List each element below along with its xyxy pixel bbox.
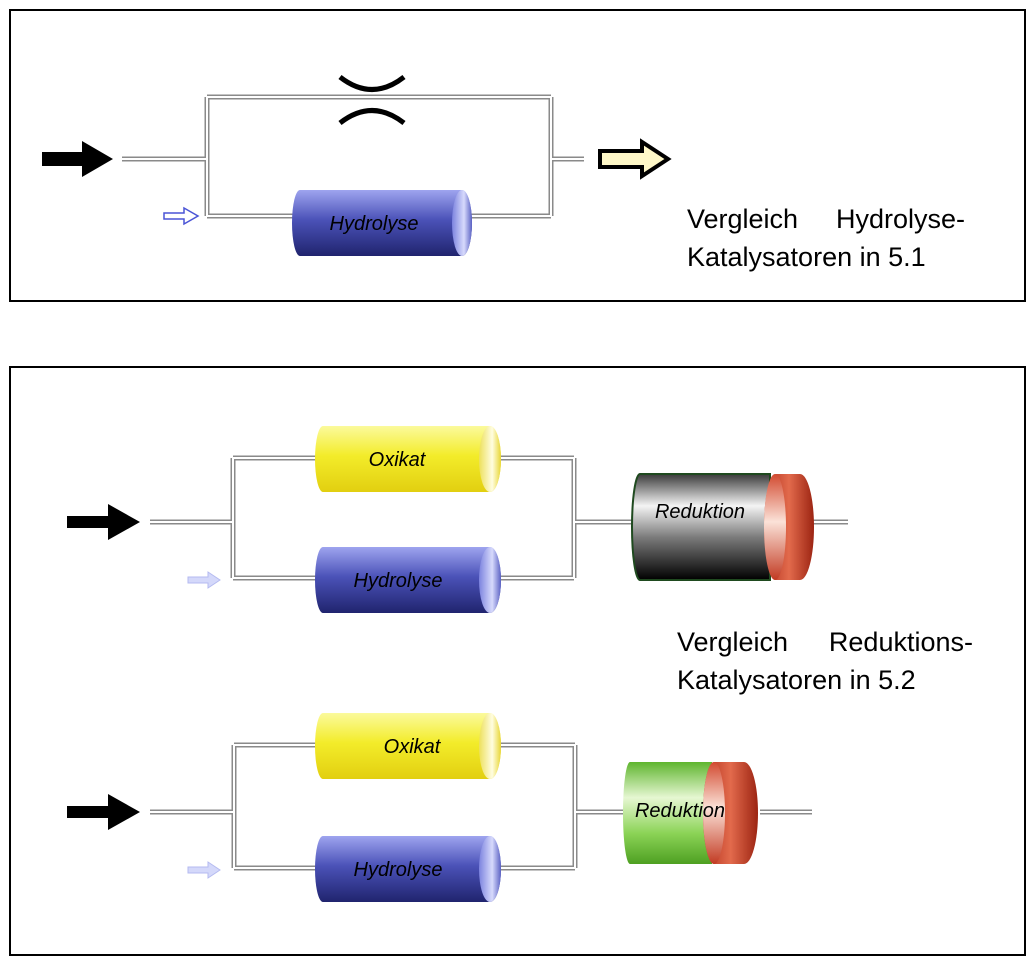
diagram-panel-hydrolyse <box>9 9 1026 302</box>
caption-line-1: Vergleich Hydrolyse- <box>687 200 965 238</box>
oxikat-catalyst-upper: Oxikat <box>315 426 501 492</box>
hydrolyse-catalyst-lower: Hydrolyse <box>315 836 501 902</box>
caption-word: Hydrolyse- <box>835 204 965 234</box>
inlet-arrow <box>67 504 140 540</box>
throttle-symbol <box>338 74 406 126</box>
hydrolyse-catalyst-1: Hydrolyse <box>292 190 472 256</box>
caption-reduktion: Vergleich Reduktions- Katalysatoren in 5… <box>677 623 973 699</box>
caption-word: Vergleich <box>677 627 789 657</box>
small-injection-arrow <box>187 861 221 879</box>
inlet-arrow <box>67 794 140 830</box>
caption-word: Vergleich <box>687 204 799 234</box>
hydrolyse-label: Hydrolyse <box>354 570 443 592</box>
reduktion-label: Reduktion <box>635 800 725 822</box>
outlet-arrow <box>598 138 672 180</box>
oxikat-catalyst-lower: Oxikat <box>315 713 501 779</box>
reduktion-catalyst-green: Reduktion <box>623 762 758 864</box>
diagram-2-lower: Oxikat Hydrolyse Reduktion <box>67 713 812 902</box>
oxikat-label: Oxikat <box>369 449 427 471</box>
diagram-2-upper: Oxikat Hydrolyse Reduktion <box>67 426 848 613</box>
caption-line-2: Katalysatoren in 5.1 <box>687 242 926 272</box>
diagram-panel-reduktion <box>9 366 1026 956</box>
caption-line-1: Vergleich Reduktions- <box>677 623 973 661</box>
small-injection-arrow <box>187 571 221 589</box>
caption-word: Reduktions- <box>828 627 973 657</box>
hydrolyse-catalyst-upper: Hydrolyse <box>315 547 501 613</box>
reduktion-catalyst-black: Reduktion <box>631 473 814 581</box>
reduktion-label: Reduktion <box>655 501 745 523</box>
small-injection-arrow <box>163 206 200 226</box>
caption-hydrolyse: Vergleich Hydrolyse- Katalysatoren in 5.… <box>687 200 965 276</box>
diagram-1: Hydrolyse <box>42 74 672 256</box>
inlet-arrow <box>42 141 113 177</box>
hydrolyse-label: Hydrolyse <box>354 859 443 881</box>
oxikat-label: Oxikat <box>384 736 442 758</box>
caption-line-2: Katalysatoren in 5.2 <box>677 665 916 695</box>
hydrolyse-label: Hydrolyse <box>330 213 419 235</box>
